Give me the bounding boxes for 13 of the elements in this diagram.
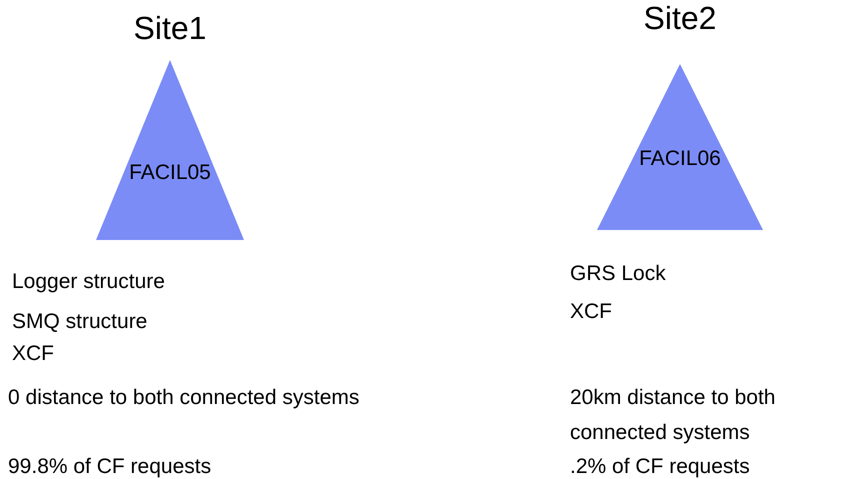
node-label: FACIL06 [638, 148, 722, 169]
description-text: GRS Lock [570, 261, 667, 287]
site-title: Site2 [642, 2, 718, 34]
description-text: XCF [12, 341, 55, 367]
description-text: .2% of CF requests [570, 454, 751, 479]
description-text: 0 distance to both connected systems [8, 385, 360, 411]
description-text: 99.8% of CF requests [8, 454, 212, 479]
node-label: FACIL05 [128, 162, 212, 183]
description-text: Logger structure [12, 269, 166, 295]
description-text: XCF [570, 299, 613, 325]
description-text: SMQ structure [12, 309, 148, 335]
description-text: 20km distance to both connected systems [570, 385, 776, 446]
site-title: Site1 [132, 12, 208, 44]
